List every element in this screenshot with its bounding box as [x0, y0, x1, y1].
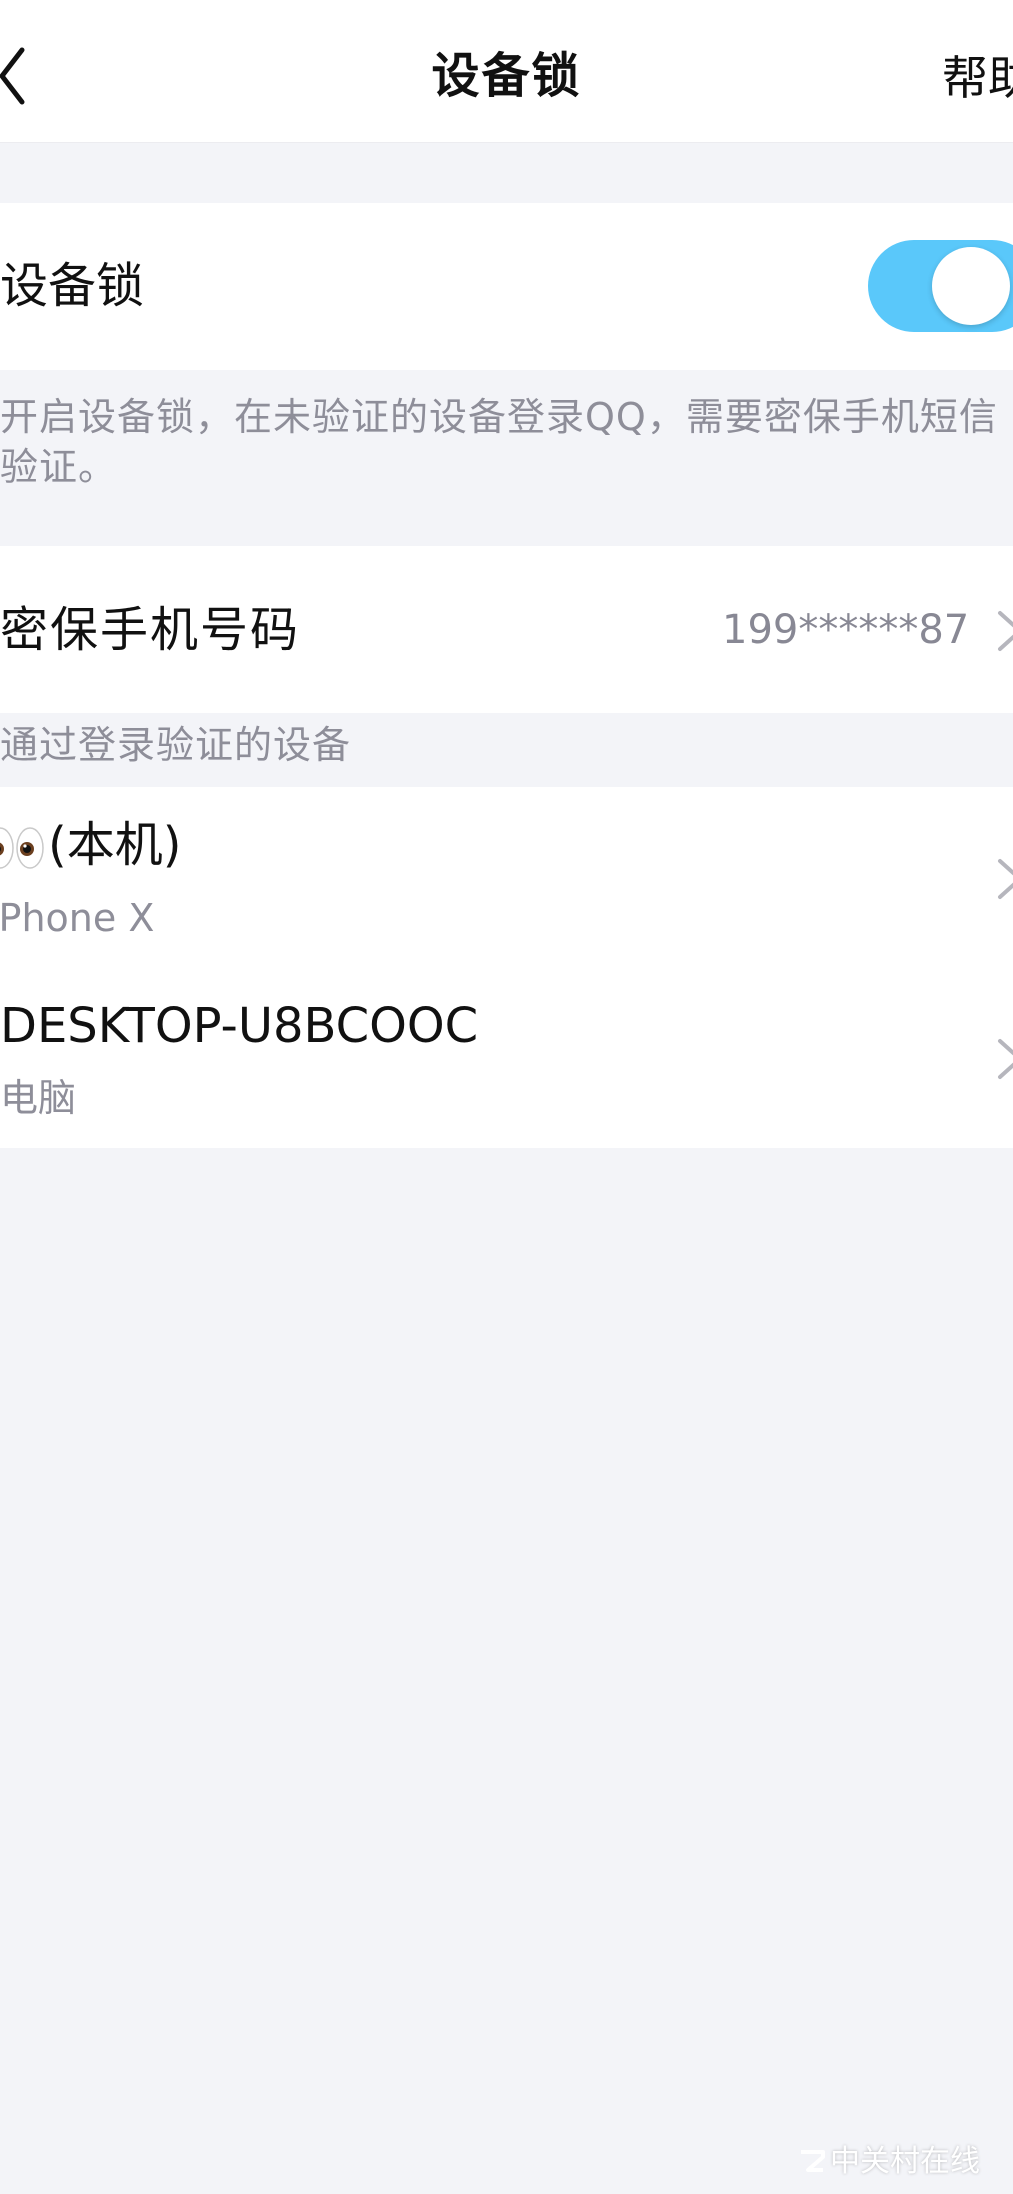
device-name: (本机): [0, 815, 181, 875]
device-type: iPhone X: [0, 896, 155, 940]
chevron-right-icon: [998, 1039, 1013, 1079]
device-lock-hint: 开启设备锁，在未验证的设备登录QQ，需要密保手机短信验证。: [0, 395, 998, 489]
security-phone-row[interactable]: [0, 546, 1013, 713]
device-lock-toggle[interactable]: [868, 240, 1013, 332]
navigation-bar: 设备锁 帮助: [0, 0, 1013, 143]
watermark: 中关村在线: [798, 2142, 980, 2182]
help-button[interactable]: 帮助: [942, 51, 1013, 105]
toggle-knob: [932, 247, 1010, 325]
device-lock-row: [0, 203, 1013, 370]
device-name-label: (本机): [48, 817, 182, 873]
device-type: 电脑: [0, 1076, 77, 1120]
eyes-emoji-icon: [0, 824, 46, 872]
chevron-right-icon: [998, 859, 1013, 899]
verified-devices-list: [0, 787, 1013, 1148]
chevron-right-icon: [998, 611, 1013, 651]
security-phone-label: 密保手机号码: [0, 602, 301, 658]
list-item-device[interactable]: [0, 968, 1013, 1148]
chevron-left-icon: [0, 47, 25, 105]
watermark-text: 中关村在线: [830, 2144, 980, 2179]
device-lock-label: 设备锁: [0, 258, 145, 314]
page-title: 设备锁: [431, 48, 582, 104]
security-phone-value: 199******87: [722, 607, 970, 653]
back-button[interactable]: [0, 40, 40, 112]
zol-logo-icon: [801, 2150, 825, 2172]
verified-devices-header: 通过登录验证的设备: [0, 723, 352, 767]
device-name: DESKTOP-U8BCOOC: [0, 998, 479, 1054]
